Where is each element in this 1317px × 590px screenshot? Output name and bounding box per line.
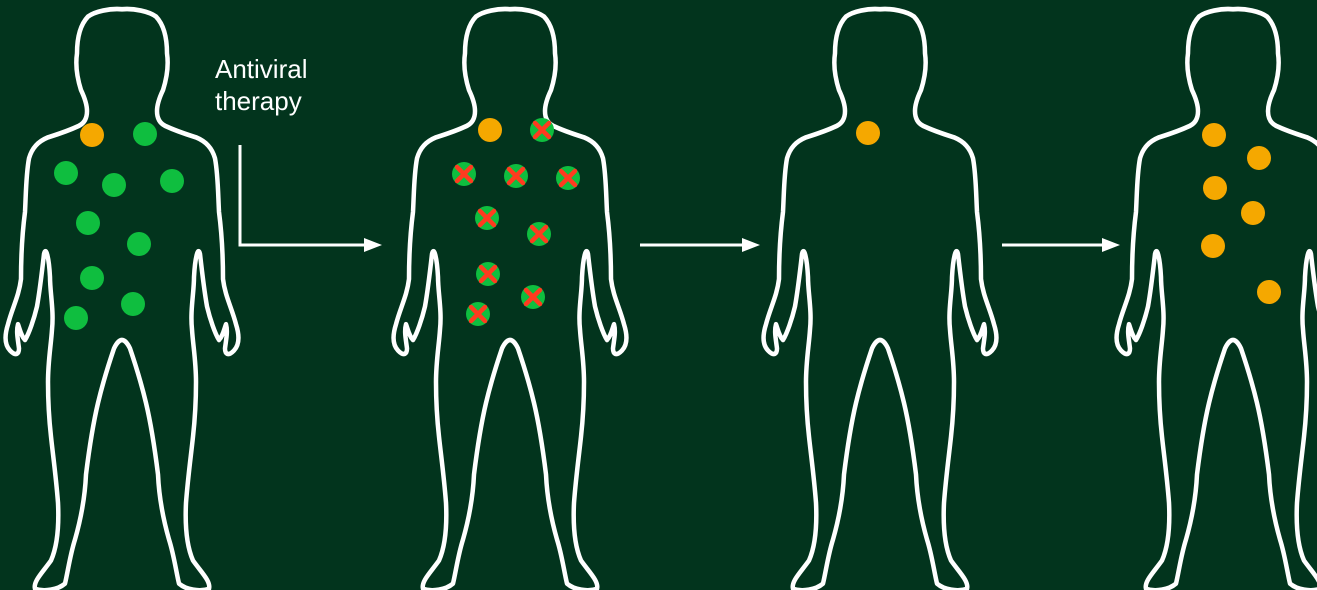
destroyed-virus-dot — [530, 118, 554, 142]
arrowhead-icon — [742, 238, 760, 252]
active-virus-dot — [160, 169, 184, 193]
human-figure-2 — [394, 9, 627, 590]
virus-dots-stage-2 — [478, 118, 502, 142]
latent-virus-dot — [1247, 146, 1271, 170]
annotation-line-2: therapy — [215, 86, 302, 116]
destroyed-virus-dot — [521, 285, 545, 309]
annotation-line-1: Antiviral — [215, 54, 307, 84]
active-virus-dot — [64, 306, 88, 330]
latent-virus-dot — [80, 123, 104, 147]
arrow-stage-2-to-3 — [640, 238, 760, 252]
human-figure-4 — [1117, 9, 1317, 590]
therapy-arrow — [240, 145, 382, 252]
destroyed-virus-dot — [527, 222, 551, 246]
destroyed-virus-dot — [504, 164, 528, 188]
virus-dots-stage-4 — [1201, 123, 1281, 304]
arrowhead-icon — [1102, 238, 1120, 252]
latent-virus-dot — [1201, 234, 1225, 258]
destroyed-virus-dots — [452, 118, 580, 326]
active-virus-dot — [102, 173, 126, 197]
active-virus-dot — [121, 292, 145, 316]
active-virus-dot — [54, 161, 78, 185]
body-outline-3 — [764, 9, 997, 590]
active-virus-dot — [76, 211, 100, 235]
human-figure-3 — [764, 9, 997, 590]
arrow-stage-3-to-4 — [1002, 238, 1120, 252]
destroyed-virus-dot — [556, 166, 580, 190]
virus-dots-stage-1 — [54, 122, 184, 330]
destroyed-virus-dot — [466, 302, 490, 326]
latent-virus-dot — [1203, 176, 1227, 200]
active-virus-dot — [80, 266, 104, 290]
body-outline-2 — [394, 9, 627, 590]
latent-virus-dot — [478, 118, 502, 142]
body-outline-4 — [1117, 9, 1317, 590]
arrowhead-icon — [364, 238, 382, 252]
destroyed-virus-dot — [476, 262, 500, 286]
active-virus-dot — [127, 232, 151, 256]
latent-virus-dot — [1257, 280, 1281, 304]
latent-virus-dot — [1202, 123, 1226, 147]
latent-virus-dot — [1241, 201, 1265, 225]
destroyed-virus-dot — [452, 162, 476, 186]
latent-virus-dot — [856, 121, 880, 145]
destroyed-virus-dot — [475, 206, 499, 230]
active-virus-dot — [133, 122, 157, 146]
virus-dots-stage-3 — [856, 121, 880, 145]
